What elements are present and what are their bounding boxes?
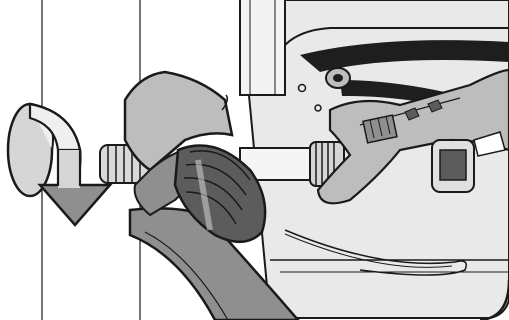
plumbing-illustration bbox=[0, 0, 509, 320]
illustration-stage bbox=[0, 0, 509, 320]
